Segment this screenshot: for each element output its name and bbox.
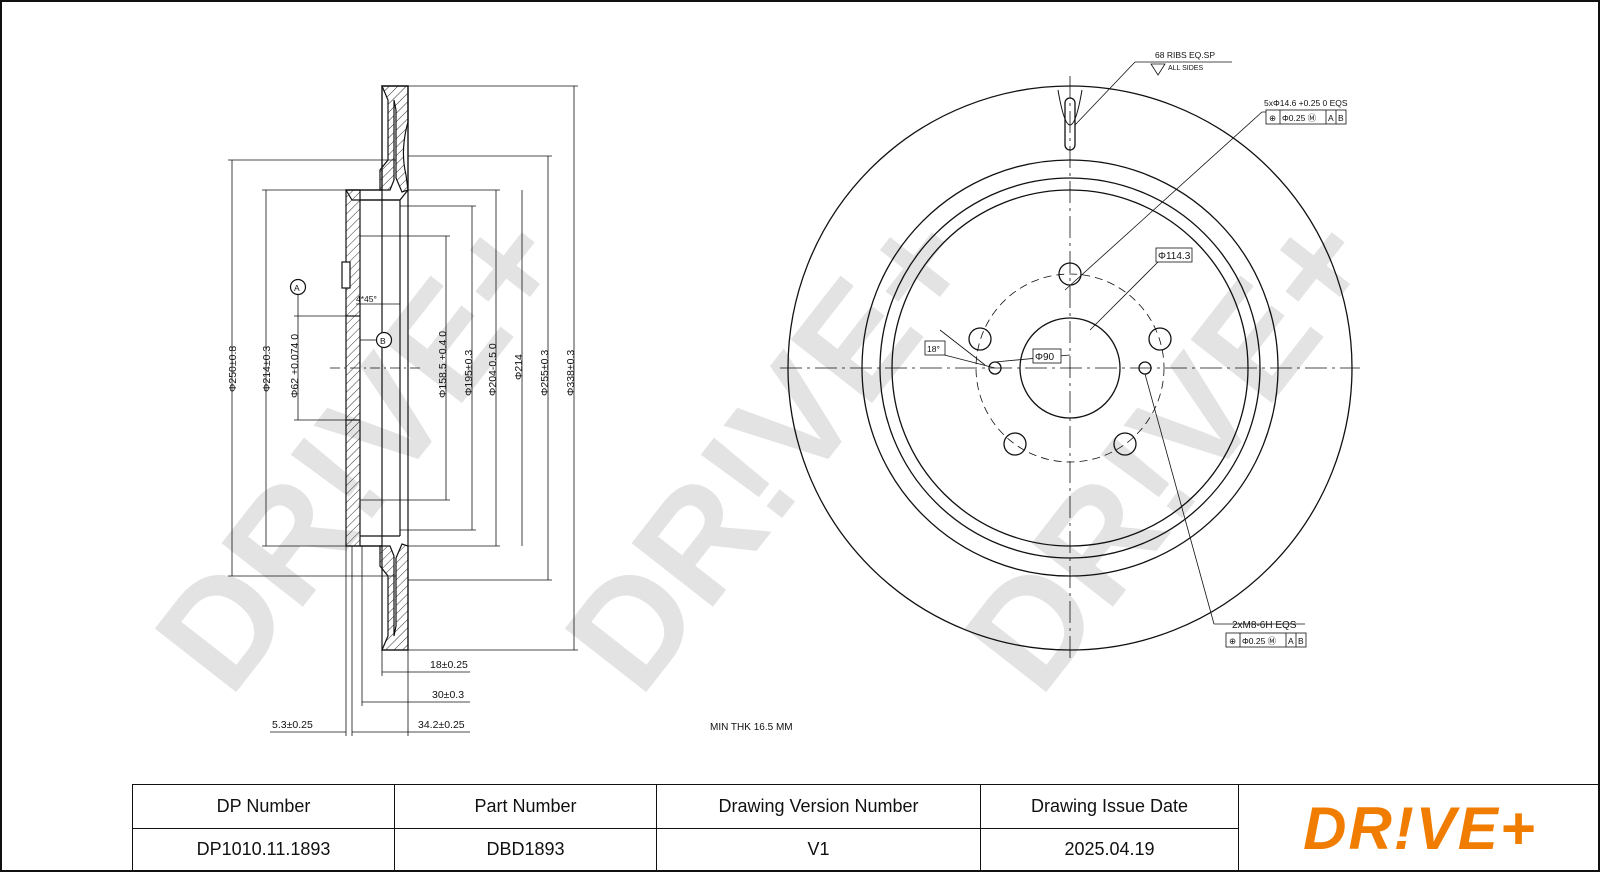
holes-tol-datum-a: A (1328, 113, 1334, 123)
dim-d62: Φ62 +0.074 0 (289, 334, 301, 398)
holes-tol-value: Φ0.25 Ⓜ (1282, 113, 1317, 123)
dim-d338: Φ338±0.3 (565, 350, 577, 396)
front-view-labels: 68 RIBS EQ.SP ALL SIDES 5xΦ14.6 +0.25 0 … (710, 50, 1348, 733)
dim-chamfer: 4*45° (356, 294, 377, 304)
pcd-label: Φ114.3 (1158, 251, 1191, 262)
threads-tol-datum-a: A (1288, 636, 1294, 646)
header-issue-date: Drawing Issue Date (981, 785, 1239, 829)
holes-note: 5xΦ14.6 +0.25 0 EQS (1264, 98, 1348, 108)
value-issue-date: 2025.04.19 (981, 829, 1239, 871)
threads-tol-datum-b: B (1298, 636, 1304, 646)
datum-b-marker (375, 331, 393, 349)
dim-thick18: 18±0.25 (430, 659, 468, 671)
datum-a-label: A (294, 283, 300, 293)
brand-logo-cell: DR!VE+ (1240, 784, 1600, 872)
holes-tol-datum-b: B (1338, 113, 1344, 123)
header-drawing-version: Drawing Version Number (657, 785, 981, 829)
value-part-number: DBD1893 (395, 829, 657, 871)
value-drawing-version: V1 (657, 829, 981, 871)
dim-thick30: 30±0.3 (432, 689, 464, 701)
header-part-number: Part Number (395, 785, 657, 829)
lug-hole-4 (1003, 432, 1027, 456)
rotor-section-lower (379, 543, 409, 651)
datum-b-label: B (380, 336, 386, 346)
watermark-2: DR!VE+ (533, 179, 1007, 719)
angle-label: 18° (927, 344, 940, 354)
lug-hole-2 (1148, 327, 1172, 351)
datum-a-marker (289, 278, 307, 296)
dim-d214-tol: Φ214±0.3 (261, 346, 273, 392)
value-dp-number: DP1010.11.1893 (133, 829, 395, 871)
title-block: DP Number Part Number Drawing Version Nu… (132, 784, 1600, 872)
dim-d250: Φ250±0.8 (227, 346, 239, 392)
title-block-grid: DP Number Part Number Drawing Version Nu… (132, 784, 1240, 872)
dim-height342: 34.2±0.25 (418, 719, 465, 731)
side-view (228, 85, 578, 736)
lug-hole-5 (968, 327, 992, 351)
dim-d158: Φ158.5 +0.4 0 (437, 331, 449, 398)
lug-hole-3 (1113, 432, 1137, 456)
rotor-section-upper (379, 85, 409, 193)
holes-tol-symbol: ⊕ (1269, 113, 1276, 123)
front-view (780, 61, 1360, 660)
all-sides-note: ALL SIDES (1168, 65, 1203, 72)
header-dp-number: DP Number (133, 785, 395, 829)
dim-d214: Φ214 (513, 354, 525, 380)
threads-tol-value: Φ0.25 Ⓜ (1242, 636, 1277, 646)
dim-d255: Φ255±0.3 (539, 350, 551, 396)
side-view-labels: Φ250±0.8 Φ214±0.3 Φ62 +0.074 0 Φ158.5 +0… (227, 283, 577, 731)
threads-tol-symbol: ⊕ (1229, 636, 1236, 646)
dim-offset53: 5.3±0.25 (272, 719, 313, 731)
dim-d204: Φ204-0.5 0 (487, 343, 499, 396)
min-thickness-note: MIN THK 16.5 MM (710, 722, 793, 733)
ribs-note: 68 RIBS EQ.SP (1155, 50, 1215, 60)
threads-note: 2xM8-6H EQS (1232, 620, 1297, 631)
center-bore-label: Φ90 (1035, 352, 1055, 363)
dim-d195: Φ195±0.3 (463, 350, 475, 396)
watermark-group: DR!VE+ DR!VE+ DR!VE+ (123, 179, 1407, 719)
brand-logo: DR!VE+ (1303, 795, 1537, 862)
